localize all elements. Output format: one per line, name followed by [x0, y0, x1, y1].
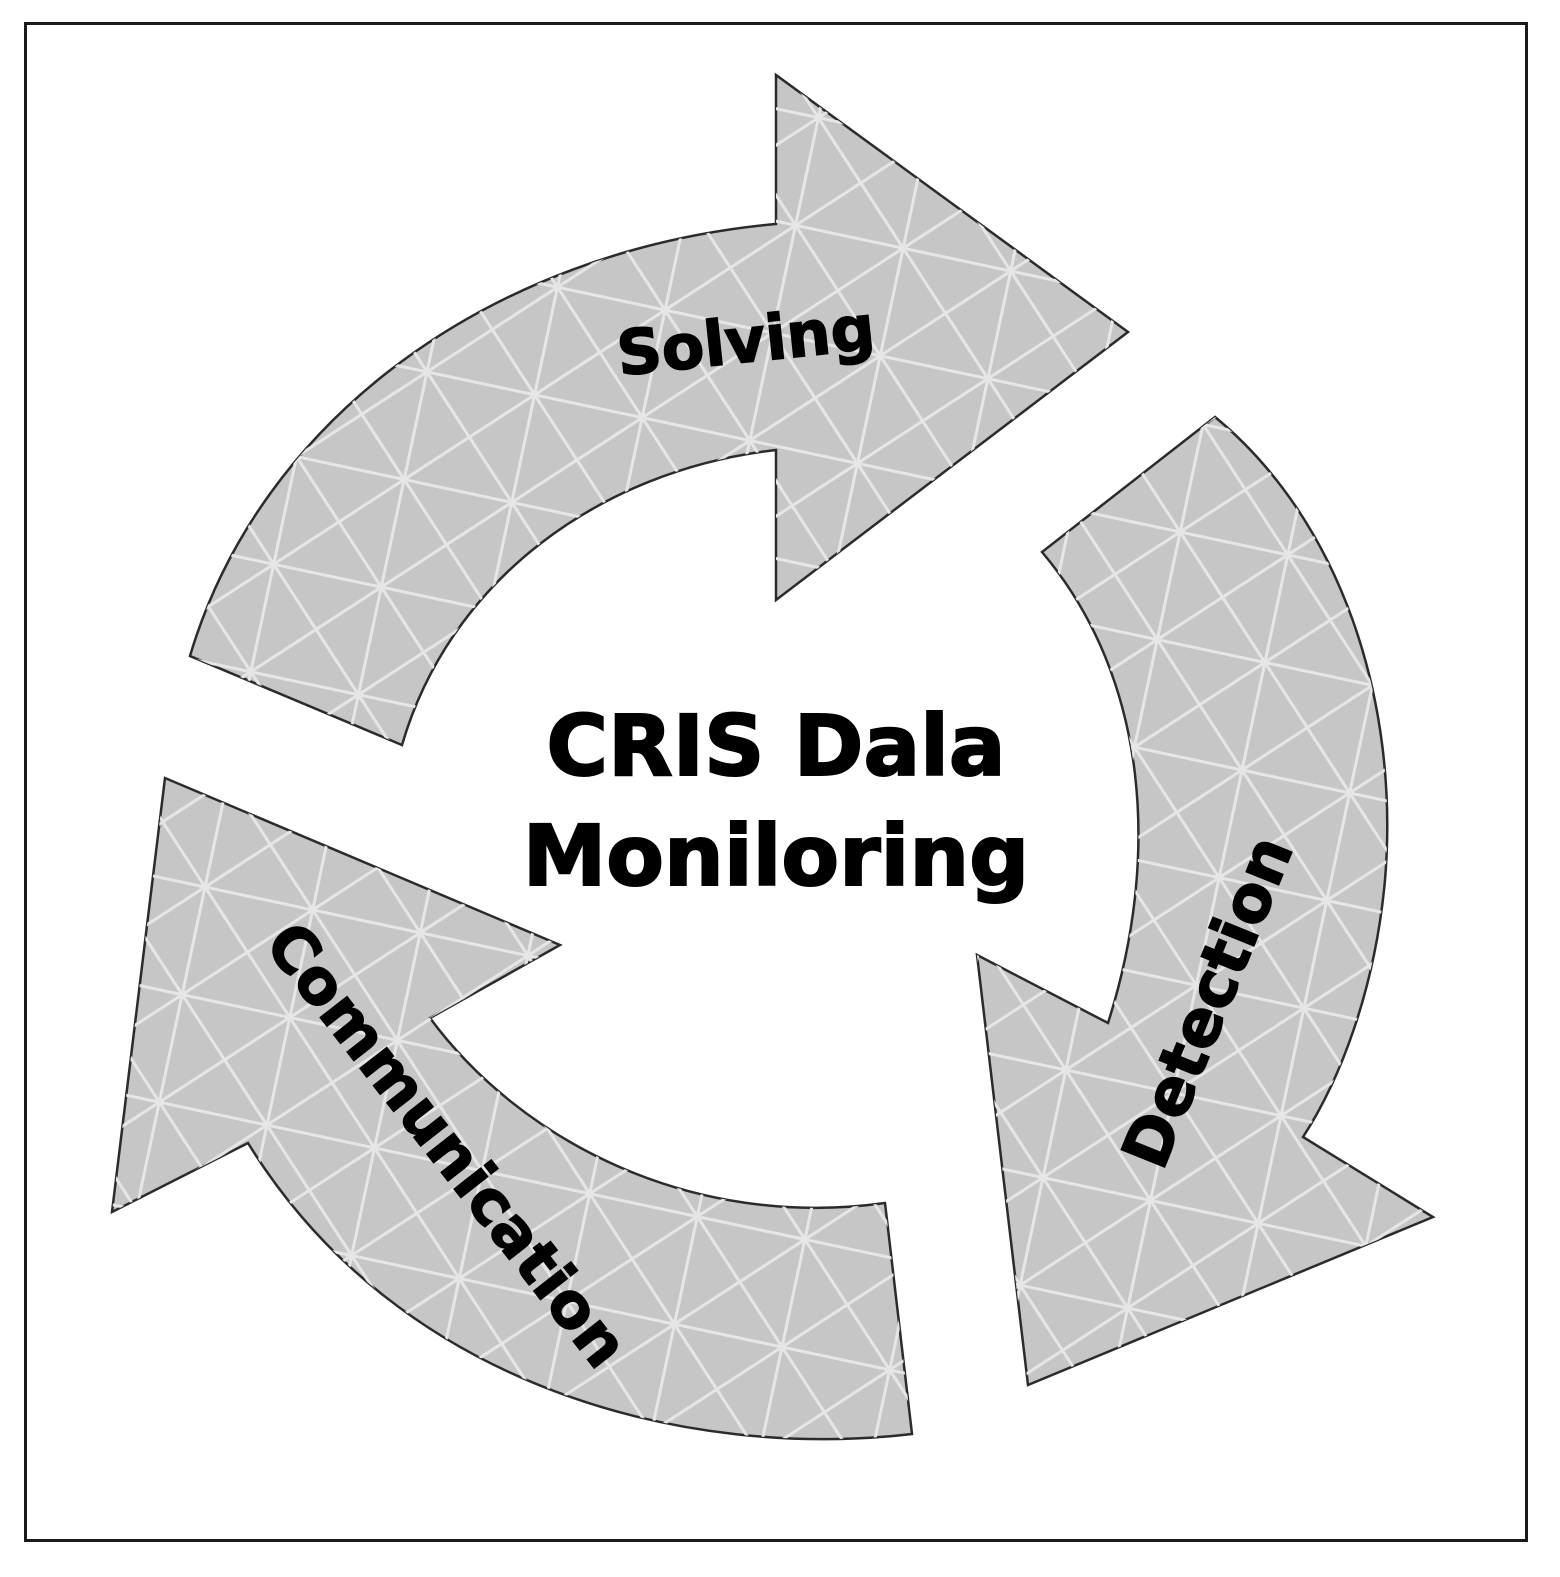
center-title-line-2: Moniloring [523, 807, 1030, 905]
solving-arrow [188, 72, 1131, 747]
communication-arrow [110, 776, 914, 1441]
detection-arrow [975, 415, 1436, 1387]
center-title-line-1: CRIS Dala [546, 697, 1005, 795]
